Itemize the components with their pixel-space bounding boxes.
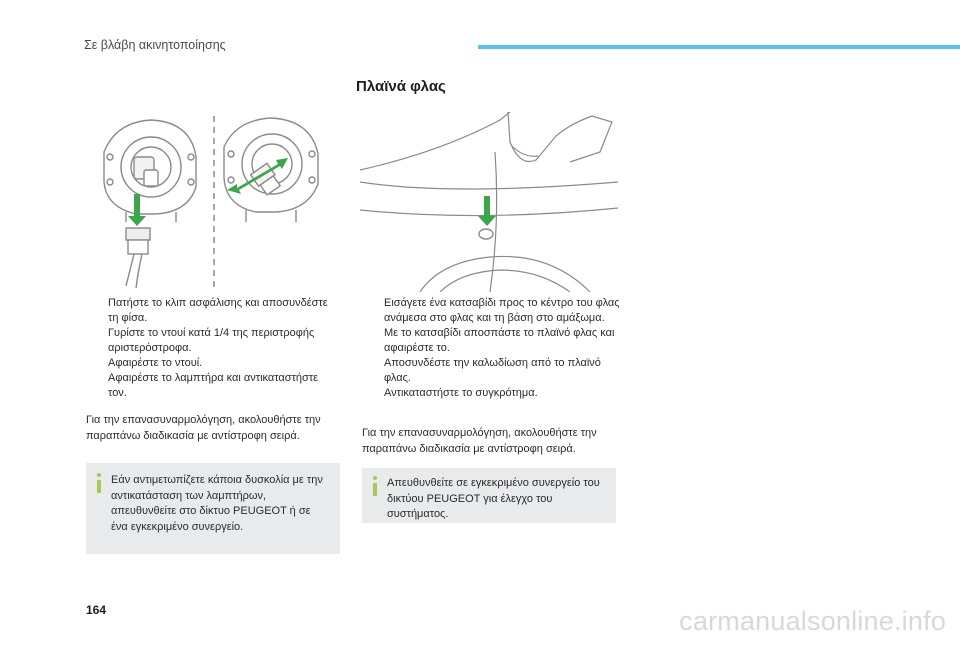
note-text: Εάν αντιμετωπίζετε κάποια δυσκολία με τη… (111, 474, 323, 533)
info-icon (97, 473, 101, 493)
side-indicator-illustration (360, 112, 618, 292)
section-header-title: Σε βλάβη ακινητοποίησης (84, 38, 226, 52)
watermark: carmanualsonline.info (679, 606, 946, 636)
list-item: Γυρίστε το ντουί κατά 1/4 της περιστροφή… (108, 327, 315, 354)
page-number: 164 (86, 603, 107, 617)
page-title: Πλαϊνά φλας (356, 78, 446, 95)
info-note: Απευθυνθείτε σε εγκεκριμένο συνεργείο το… (362, 468, 616, 523)
side-indicator-steps: Εισάγετε ένα κατσαβίδι προς το κέντρο το… (362, 296, 620, 401)
list-item: Εισάγετε ένα κατσαβίδι προς το κέντρο το… (384, 297, 620, 324)
list-item: Αντικαταστήστε το συγκρότημα. (384, 387, 538, 399)
fog-lamp-illustration (103, 116, 319, 289)
list-item: Αποσυνδέστε την καλωδίωση από το πλαϊνό … (384, 357, 601, 384)
list-item: Αφαιρέστε το ντουί. (108, 357, 203, 369)
list-item: Με το κατσαβίδι αποσπάστε το πλαϊνό φλας… (384, 327, 615, 354)
list-item: Αφαιρέστε το λαμπτήρα και αντικαταστήστε… (108, 372, 319, 399)
info-icon (373, 476, 377, 496)
list-item: Πατήστε το κλιπ ασφάλισης και αποσυνδέστ… (108, 297, 328, 324)
reassembly-paragraph: Για την επανασυναρμολόγηση, ακολουθήστε … (86, 414, 321, 442)
fog-lamp-steps: Πατήστε το κλιπ ασφάλισης και αποσυνδέστ… (86, 296, 338, 401)
info-note: Εάν αντιμετωπίζετε κάποια δυσκολία με τη… (86, 463, 340, 554)
reassembly-paragraph: Για την επανασυναρμολόγηση, ακολουθήστε … (362, 427, 597, 455)
note-text: Απευθυνθείτε σε εγκεκριμένο συνεργείο το… (387, 477, 600, 520)
header-accent-rule (478, 45, 960, 49)
